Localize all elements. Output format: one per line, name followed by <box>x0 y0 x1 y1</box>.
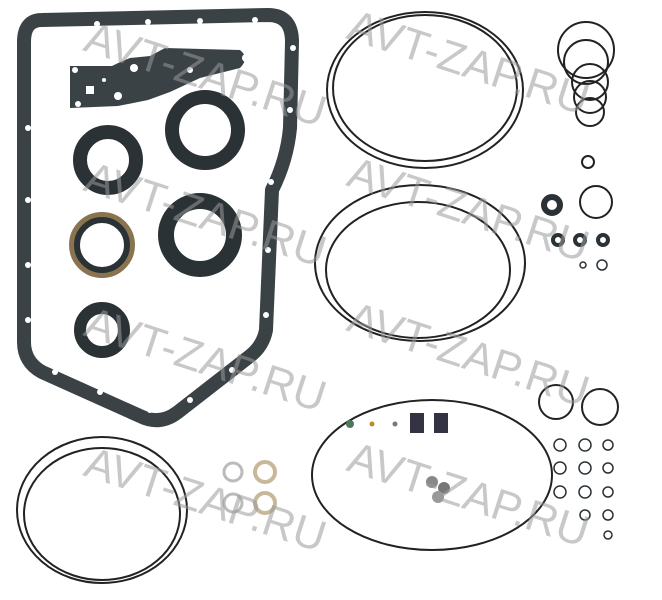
filters-and-balls <box>346 413 450 503</box>
oil-pan-gasket <box>17 8 299 428</box>
valve-body-plate <box>70 48 250 108</box>
oil-seals <box>69 90 245 358</box>
small-seals <box>222 194 614 540</box>
svg-text:AVT-ZAP.RU: AVT-ZAP.RU <box>342 293 595 417</box>
svg-text:AVT-ZAP.RU: AVT-ZAP.RU <box>79 153 332 277</box>
svg-text:AVT-ZAP.RU: AVT-ZAP.RU <box>79 438 332 562</box>
o-rings <box>16 11 619 584</box>
svg-text:AVT-ZAP.RU: AVT-ZAP.RU <box>342 433 595 557</box>
